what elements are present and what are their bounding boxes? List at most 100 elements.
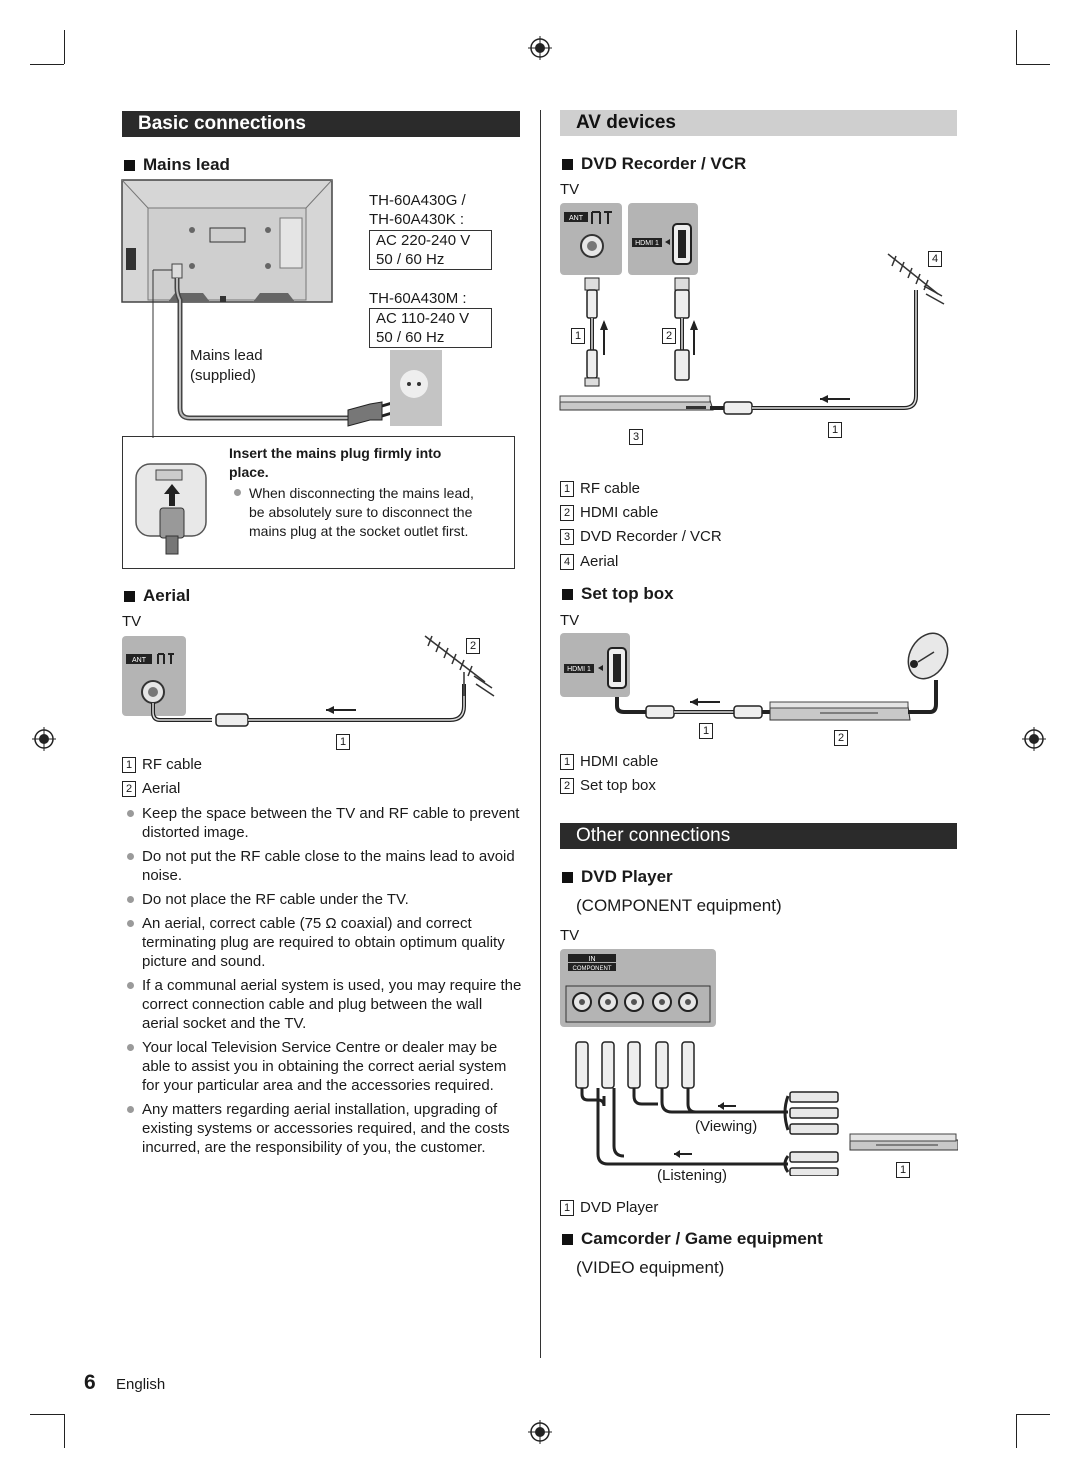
square-bullet-icon <box>562 871 573 883</box>
footer-language: English <box>116 1376 166 1393</box>
callout-number: 1 <box>828 422 842 438</box>
legend-label: Aerial <box>142 780 181 797</box>
crop-mark <box>64 1414 65 1448</box>
note-text-3: mains plug at the socket outlet first. <box>249 523 469 539</box>
mains-note-box <box>122 436 515 569</box>
callout-number: 1 <box>699 723 713 739</box>
note-item: Do not put the RF cable close to the mai… <box>122 847 522 885</box>
legend-label: DVD Recorder / VCR <box>580 528 722 545</box>
dvd-player-heading: DVD Player <box>562 867 673 887</box>
callout-number: 1 <box>336 734 350 750</box>
legend-number: 1 <box>560 753 574 770</box>
mains-lead-heading: Mains lead <box>124 155 230 175</box>
registration-mark-icon <box>528 36 552 60</box>
diagram-callout-1: 1 <box>828 421 848 439</box>
square-bullet-icon <box>562 158 573 170</box>
section-bar-other-connections: Other connections <box>560 823 957 849</box>
spec-1a: AC 220-240 V <box>376 232 471 249</box>
diagram-callout-4: 4 <box>928 250 948 268</box>
legend-item: 2 HDMI cable <box>560 503 658 522</box>
diagram-callout-1: 1 <box>571 327 591 345</box>
crop-mark <box>64 30 65 64</box>
tv-label: TV <box>560 927 580 944</box>
ant-port-label: ANT <box>132 657 147 664</box>
callout-number: 3 <box>629 429 643 445</box>
callout-number: 2 <box>834 730 848 746</box>
viewing-label: (Viewing) <box>695 1118 758 1135</box>
legend-number: 4 <box>560 553 574 570</box>
legend-item: 1 RF cable <box>122 755 202 774</box>
diagram-callout-1: 1 <box>699 722 719 740</box>
set-top-box-heading: Set top box <box>562 584 674 604</box>
callout-number: 4 <box>928 251 942 267</box>
callout-number: 1 <box>571 328 585 344</box>
diagram-callout-1: 1 <box>336 733 356 751</box>
note-text-2: be absolutely sure to disconnect the <box>249 504 473 520</box>
model-line-1: TH-60A430G / <box>369 192 466 209</box>
crop-mark <box>1016 64 1050 65</box>
legend-item: 1 DVD Player <box>560 1198 658 1217</box>
section-title: Basic connections <box>138 113 306 134</box>
registration-mark-icon <box>528 1420 552 1444</box>
note-text-1: When disconnecting the mains lead, <box>249 485 474 501</box>
note-item: If a communal aerial system is used, you… <box>122 976 522 1033</box>
model-line-3: TH-60A430M : <box>369 290 467 307</box>
note-item: An aerial, correct cable (75 Ω coaxial) … <box>122 914 522 971</box>
legend-item: 2 Aerial <box>122 779 180 798</box>
crop-mark <box>1016 30 1017 64</box>
square-bullet-icon <box>562 1233 573 1245</box>
legend-item: 1 HDMI cable <box>560 752 658 771</box>
square-bullet-icon <box>562 588 573 600</box>
callout-number: 2 <box>466 638 480 654</box>
diagram-callout-2: 2 <box>662 327 682 345</box>
registration-mark-icon <box>1022 727 1046 751</box>
component-connection-diagram: IN COMPONENT <box>560 949 958 1176</box>
legend-number: 2 <box>560 777 574 794</box>
hdmi-port-label: HDMI 1 <box>567 666 591 673</box>
square-bullet-icon <box>124 590 135 602</box>
note-item: Do not place the RF cable under the TV. <box>122 890 522 909</box>
column-divider <box>540 110 541 1358</box>
legend-item: 2 Set top box <box>560 776 656 795</box>
legend-label: Set top box <box>580 777 656 794</box>
mains-lead-label-2: (supplied) <box>190 367 256 384</box>
aerial-heading: Aerial <box>124 586 190 606</box>
tv-back-mains-illustration <box>121 179 442 438</box>
heading-text: DVD Player <box>581 867 673 886</box>
crop-mark <box>30 1414 64 1415</box>
crop-mark <box>30 64 64 65</box>
panel-in-label: IN <box>589 956 596 963</box>
hdmi-port-label: HDMI 1 <box>635 240 659 247</box>
note-item: Any matters regarding aerial installatio… <box>122 1100 522 1157</box>
legend-label: HDMI cable <box>580 504 659 521</box>
camcorder-heading: Camcorder / Game equipment <box>562 1229 823 1249</box>
set-top-box-connection-diagram: HDMI 1 <box>560 632 949 721</box>
legend-label: HDMI cable <box>580 753 659 770</box>
section-title: AV devices <box>576 112 676 133</box>
page-number: 6 <box>84 1371 96 1394</box>
legend-number: 1 <box>122 756 136 773</box>
section-bar-av-devices: AV devices <box>560 110 957 136</box>
heading-text: Set top box <box>581 584 674 603</box>
note-item: Keep the space between the TV and RF cab… <box>122 804 522 842</box>
listening-label: (Listening) <box>657 1167 728 1184</box>
spec-2b: 50 / 60 Hz <box>376 329 445 346</box>
tv-label: TV <box>122 613 142 630</box>
legend-number: 3 <box>560 528 574 545</box>
dvd-recorder-heading: DVD Recorder / VCR <box>562 154 746 174</box>
legend-number: 1 <box>560 480 574 497</box>
legend-label: RF cable <box>580 480 641 497</box>
diagram-callout-3: 3 <box>629 428 649 446</box>
legend-item: 1 RF cable <box>560 479 640 498</box>
callout-number: 1 <box>896 1162 910 1178</box>
aerial-connection-diagram: ANT <box>122 635 495 727</box>
dvd-recorder-connection-diagram: ANT HDMI 1 <box>559 203 945 415</box>
spec-box-1 <box>369 230 492 270</box>
registration-mark-icon <box>32 727 56 751</box>
legend-item: 3 DVD Recorder / VCR <box>560 527 722 546</box>
section-bar-basic-connections: Basic connections <box>122 111 520 137</box>
heading-text: DVD Recorder / VCR <box>581 154 747 173</box>
aerial-notes-list: Keep the space between the TV and RF cab… <box>122 804 522 1162</box>
crop-mark <box>1016 1414 1050 1415</box>
mains-lead-label-1: Mains lead <box>190 347 263 364</box>
